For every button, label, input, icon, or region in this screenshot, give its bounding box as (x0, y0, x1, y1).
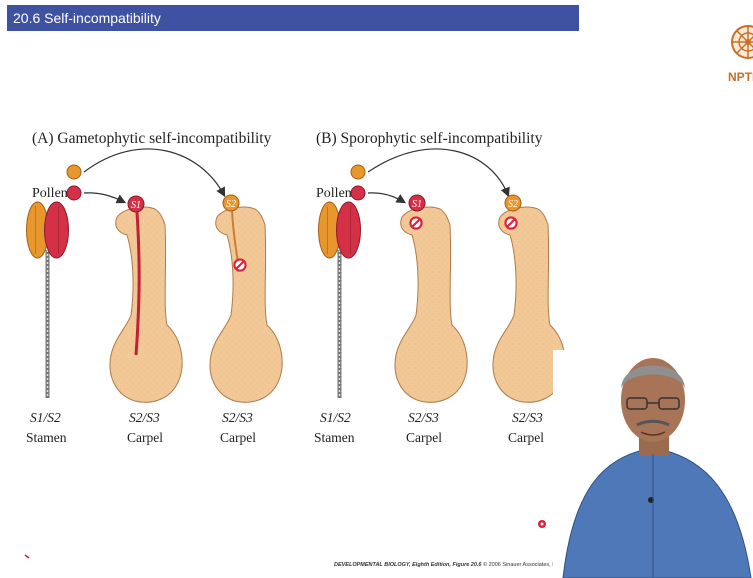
panel-a-title: (A) Gametophytic self-incompatibility (32, 130, 271, 148)
pollen-orange-b (351, 165, 365, 179)
carpel-b1-label: Carpel (406, 430, 442, 446)
block-icon-a2 (234, 259, 245, 270)
pollen-orange-a (67, 165, 81, 179)
stamen-b (319, 202, 361, 398)
stamen-a-genotype: S1/S2 (30, 410, 61, 426)
laser-pointer-icon (536, 518, 548, 530)
carpel-b1-genotype: S2/S3 (408, 410, 439, 426)
carpel-a2-label: Carpel (220, 430, 256, 446)
carpel-b2-label: Carpel (508, 430, 544, 446)
caption-book: DEVELOPMENTAL BIOLOGY, Eighth Edition, F… (334, 562, 482, 568)
pollen-red-b (351, 186, 365, 200)
stamen-a (27, 202, 69, 398)
block-icon-b1 (410, 217, 421, 228)
carpel-a2 (210, 207, 282, 402)
carpel-a1-label: Carpel (127, 430, 163, 446)
cursor-mark-icon (24, 554, 30, 560)
pollen-label-b: Pollen (316, 186, 352, 202)
presenter-video (553, 350, 753, 578)
allele-label: S1 (412, 199, 422, 210)
stamen-b-label: Stamen (314, 430, 355, 446)
stamen-a-label: Stamen (26, 430, 67, 446)
carpel-b2-genotype: S2/S3 (512, 410, 543, 426)
figure-caption: DEVELOPMENTAL BIOLOGY, Eighth Edition, F… (334, 562, 561, 568)
allele-label: S2 (508, 199, 518, 210)
pollen-red-a (67, 186, 81, 200)
carpel-a1 (110, 207, 182, 402)
allele-label: S1 (131, 200, 141, 211)
block-icon-b2 (505, 217, 516, 228)
stamen-b-genotype: S1/S2 (320, 410, 351, 426)
pollen-label-a: Pollen (32, 186, 68, 202)
caption-rest: © 2006 Sinauer Associates, Inc. (483, 562, 561, 568)
carpel-b1 (395, 207, 467, 402)
carpel-a1-genotype: S2/S3 (129, 410, 160, 426)
allele-label: S2 (226, 199, 236, 210)
carpel-a2-genotype: S2/S3 (222, 410, 253, 426)
panel-b-title: (B) Sporophytic self-incompatibility (316, 130, 542, 148)
